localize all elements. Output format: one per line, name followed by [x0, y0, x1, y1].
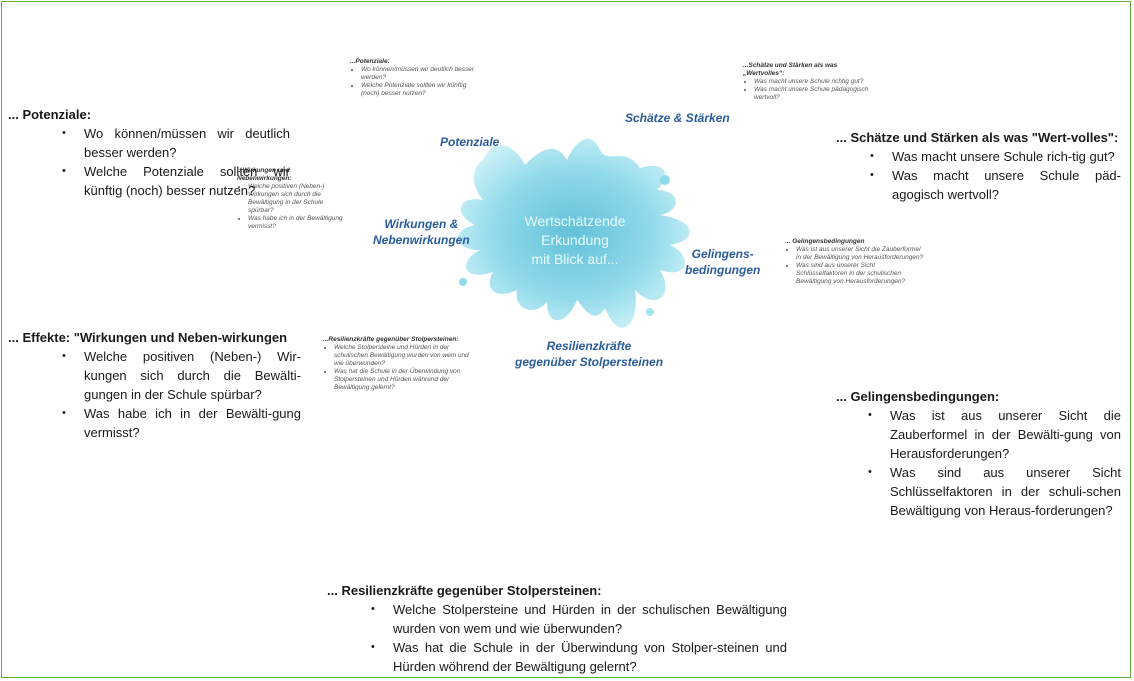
- list-item: Was macht unsere Schule päd-agogisch wer…: [866, 166, 1121, 204]
- splash-blob: [457, 138, 690, 328]
- section-heading: ... Schätze und Stärken als was "Wert-vo…: [836, 130, 1119, 145]
- list-item: Was hat die Schule in der Überwindung vo…: [367, 638, 787, 676]
- mini-heading: ... Gelingensbedingungen: [785, 238, 865, 245]
- section-heading: ... Effekte: "Wirkungen und Neben-wirkun…: [8, 330, 288, 345]
- section-resilienz: ... Resilienzkräfte gegenüber Stolperste…: [327, 581, 787, 676]
- list-item: Welche Potenziale sollten wir künftig (n…: [58, 162, 290, 200]
- mini-heading: ...Schätze und Stärken als was „Wertvoll…: [743, 62, 838, 77]
- petal-resilienz-line2: gegenüber Stolpersteinen: [515, 355, 664, 369]
- list-item: Was habe ich in der Bewälti-gung vermiss…: [58, 404, 301, 442]
- mini-schaetze: ...Schätze und Stärken als was „Wertvoll…: [743, 62, 873, 102]
- mini-potenziale: ...Potenziale: Wo können/müssen wir deut…: [350, 58, 475, 98]
- petal-resilienz: Resilienzkräfte gegenüber Stolpersteinen: [515, 338, 663, 370]
- section-potenziale: ... Potenziale: Wo können/müssen wir deu…: [8, 105, 290, 200]
- center-line2: Erkundung: [541, 232, 609, 248]
- center-line1: Wertschätzende: [524, 213, 626, 229]
- mini-item: Welche Potenziale sollten wir künftig (n…: [361, 82, 475, 98]
- petal-resilienz-line1: Resilienzkräfte: [546, 339, 632, 353]
- petal-potenziale: Potenziale: [440, 135, 500, 149]
- list-item: Welche positiven (Neben-) Wir-kungen sic…: [58, 347, 301, 404]
- list-item: Welche Stolpersteine und Hürden in der s…: [367, 600, 787, 638]
- section-heading: ... Resilienzkräfte gegenüber Stolperste…: [327, 583, 602, 598]
- mini-item: Was macht unsere Schule richtig gut?: [754, 78, 873, 86]
- list-item: Was sind aus unserer Sicht Schlüsselfakt…: [864, 463, 1121, 520]
- center-label: Wertschätzende Erkundung mit Blick auf..…: [495, 212, 655, 269]
- mini-item: Was macht unsere Schule pädagogisch wert…: [754, 86, 873, 102]
- mini-heading: ...Potenziale:: [350, 58, 390, 65]
- petal-wirkungen-line2: Nebenwirkungen: [373, 233, 470, 247]
- mini-item: Was hat die Schule in der Überwindung vo…: [334, 368, 473, 392]
- mini-item: Was sind aus unserer Sicht Schlüsselfakt…: [796, 262, 925, 286]
- list-item: Wo können/müssen wir deutlich besser wer…: [58, 124, 290, 162]
- mini-item: Wo können/müssen wir deutlich besser wer…: [361, 66, 475, 82]
- mini-item: Was ist aus unserer Sicht die Zauberform…: [796, 246, 925, 262]
- petal-wirkungen-line1: Wirkungen &: [384, 217, 459, 231]
- petal-gelingens: Gelingens- bedingungen: [685, 246, 760, 278]
- mini-heading: ...Resilienzkräfte gegenüber Stolperstei…: [323, 336, 459, 343]
- section-heading: ... Potenziale:: [8, 107, 92, 122]
- section-effekte: ... Effekte: "Wirkungen und Neben-wirkun…: [8, 328, 301, 442]
- mini-resilienz: ...Resilienzkräfte gegenüber Stolperstei…: [323, 336, 473, 392]
- petal-gelingens-line2: bedingungen: [685, 263, 761, 277]
- section-gelingens: ... Gelingensbedingungen: Was ist aus un…: [836, 387, 1121, 520]
- section-schaetze: ... Schätze und Stärken als was "Wert-vo…: [836, 128, 1121, 204]
- mini-gelingens: ... Gelingensbedingungen Was ist aus uns…: [785, 238, 925, 286]
- list-item: Was macht unsere Schule rich-tig gut?: [866, 147, 1121, 166]
- center-line3: mit Blick auf...: [531, 251, 619, 267]
- list-item: Was ist aus unserer Sicht die Zauberform…: [864, 406, 1121, 463]
- petal-wirkungen: Wirkungen & Nebenwirkungen: [373, 216, 470, 248]
- mini-item: Welche Stolpersteine und Hürden in der s…: [334, 344, 473, 368]
- mini-item: Was habe ich in der Bewältigung vermisst…: [248, 215, 345, 231]
- petal-schaetze: Schätze & Stärken: [625, 111, 730, 125]
- petal-gelingens-line1: Gelingens-: [691, 247, 754, 261]
- section-heading: ... Gelingensbedingungen:: [836, 389, 1000, 404]
